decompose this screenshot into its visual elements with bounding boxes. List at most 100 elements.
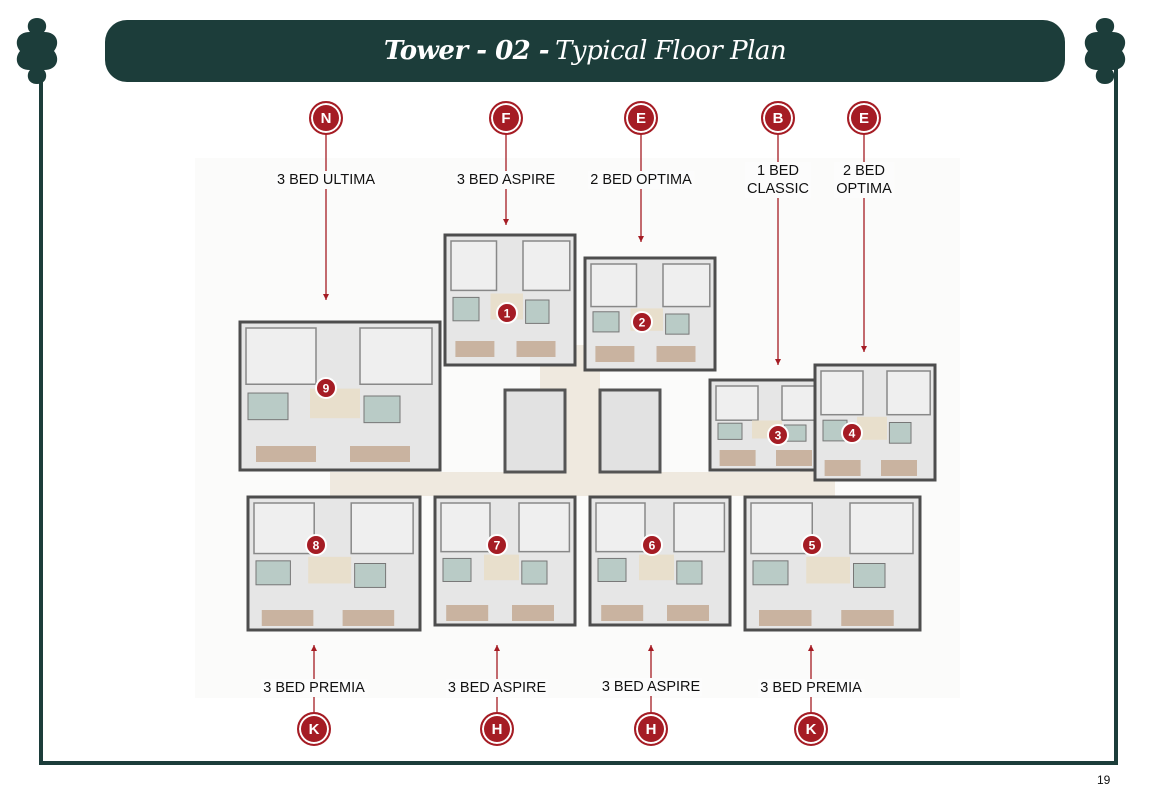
label-line: OPTIMA [836, 181, 892, 197]
balcony [595, 346, 635, 362]
bathroom [442, 557, 472, 582]
flat-number: 7 [494, 539, 501, 553]
flat-number: 1 [504, 307, 511, 321]
bathroom [255, 560, 291, 586]
bathroom [665, 313, 690, 335]
flat-number-badge [315, 377, 337, 399]
unit-type-badge: B [761, 101, 795, 135]
unit-type-label: 3 BED ASPIRE [454, 171, 558, 189]
arrow-icon [494, 645, 500, 651]
bedroom [350, 502, 414, 555]
flat-number: 9 [323, 382, 330, 396]
label-line: 2 BED [843, 163, 885, 179]
unit-type-badge: F [489, 101, 523, 135]
unit-type-badge: E [624, 101, 658, 135]
balcony [516, 341, 556, 357]
bathroom [853, 563, 886, 588]
balcony [455, 341, 495, 357]
flat-number: 4 [849, 427, 856, 441]
label-line: 1 BED [757, 163, 799, 179]
arrow-icon [323, 294, 329, 300]
unit-type-badge: H [480, 712, 514, 746]
stair-core-right [598, 388, 662, 474]
balcony [759, 610, 812, 626]
flat-number-badge [496, 302, 518, 324]
balcony [256, 446, 316, 462]
ornament-left [16, 18, 58, 84]
bedroom [440, 502, 491, 553]
arrow-icon [503, 219, 509, 225]
bedroom [359, 327, 433, 385]
balcony [656, 346, 696, 362]
balcony [446, 605, 489, 621]
flat-number-badge [801, 534, 823, 556]
ornament-right [1084, 18, 1126, 84]
flat-number-badge [841, 422, 863, 444]
bedroom [673, 502, 726, 553]
label-line: CLASSIC [746, 181, 810, 197]
bedroom [518, 502, 571, 553]
balcony [601, 605, 644, 621]
flat-number: 3 [775, 429, 782, 443]
unit-type-label: 3 BED ASPIRE [599, 678, 703, 696]
unit-type-badge: N [309, 101, 343, 135]
balcony [841, 610, 894, 626]
bedroom [253, 502, 315, 555]
balcony [512, 605, 554, 621]
bathroom [521, 560, 548, 585]
balcony [824, 460, 861, 476]
bedroom [450, 240, 498, 292]
flat-number: 5 [809, 539, 816, 553]
bathroom [452, 296, 480, 322]
arrow-icon [808, 645, 814, 651]
bedroom [522, 240, 571, 292]
label-line: 3 BED ASPIRE [456, 172, 556, 188]
unit-type-label: 3 BED ULTIMA [274, 171, 378, 189]
arrow-icon [648, 645, 654, 651]
bathroom [717, 422, 743, 440]
unit-type-label: 3 BED PREMIA [758, 679, 864, 697]
bathroom [752, 560, 789, 586]
flat-number: 6 [649, 539, 656, 553]
bedroom [595, 502, 646, 553]
bathroom [888, 422, 912, 444]
kitchen [857, 416, 887, 440]
bedroom [820, 370, 864, 416]
bathroom [592, 311, 620, 333]
bedroom [590, 263, 638, 308]
bathroom [363, 395, 401, 424]
flat-number: 8 [313, 539, 320, 553]
kitchen [639, 554, 674, 581]
arrow-icon [775, 359, 781, 365]
corridor-horizontal [330, 472, 835, 496]
page-number: 19 [1097, 773, 1111, 787]
balcony [667, 605, 709, 621]
balcony [350, 446, 410, 462]
flat-number-badge [641, 534, 663, 556]
bathroom [354, 563, 387, 588]
bedroom [245, 327, 317, 385]
bedroom [715, 385, 759, 421]
page-frame [39, 48, 1118, 765]
balcony [881, 460, 917, 476]
flat-number-badge [486, 534, 508, 556]
flat-number-badge [631, 311, 653, 333]
arrow-icon [311, 645, 317, 651]
title-italic: Typical Floor Plan [555, 36, 787, 66]
unit-type-label: 2 BED OPTIMA [588, 171, 694, 189]
balcony [776, 450, 812, 466]
title-bold: Tower - 02 - [383, 36, 550, 66]
balcony [342, 610, 395, 626]
kitchen [806, 556, 850, 584]
unit-type-badge: H [634, 712, 668, 746]
bathroom [597, 557, 627, 582]
bathroom [525, 299, 550, 324]
bedroom [886, 370, 931, 416]
unit-type-badge: E [847, 101, 881, 135]
page-title: Tower - 02 - Typical Floor Plan [105, 20, 1065, 82]
arrow-icon [861, 346, 867, 352]
kitchen [308, 556, 352, 584]
label-line: 2 BED OPTIMA [590, 172, 692, 188]
unit-type-label: 1 BED CLASSIC [744, 162, 812, 198]
